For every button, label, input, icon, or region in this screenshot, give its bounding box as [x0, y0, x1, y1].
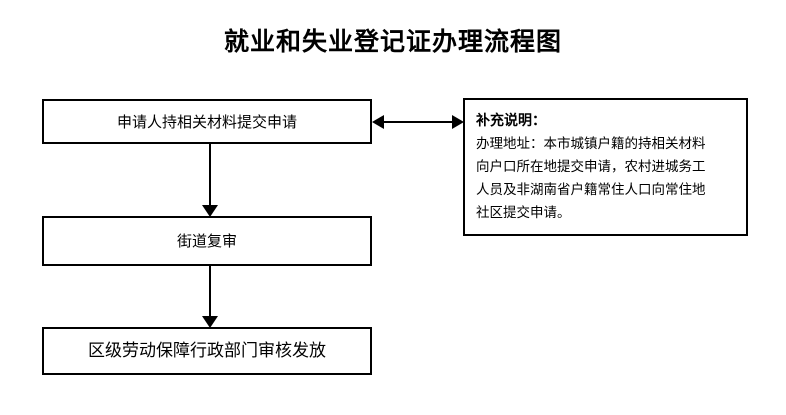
process-box-street-review-label: 街道复审: [176, 232, 237, 250]
arrowhead-down-step3-icon: [202, 316, 218, 328]
arrowhead-right-note-icon: [452, 115, 464, 129]
process-box-apply-label: 申请人持相关材料提交申请: [116, 112, 297, 131]
process-box-street-review[interactable]: 街道复审: [42, 216, 372, 266]
note-line: 社区提交申请。: [476, 205, 571, 221]
arrowhead-left-step1-icon: [372, 115, 384, 129]
connector-line-step1-step2: [209, 144, 211, 208]
note-line: 办理地址：本市城镇户籍的持相关材料: [476, 136, 706, 152]
process-box-apply[interactable]: 申请人持相关材料提交申请: [42, 99, 372, 144]
note-line: 人员及非湖南省户籍常住人口向常住地: [476, 182, 706, 198]
note-body: 办理地址：本市城镇户籍的持相关材料 向户口所在地提交申请，农村进城务工 人员及非…: [476, 133, 735, 225]
process-box-district-issue[interactable]: 区级劳动保障行政部门审核发放: [42, 327, 372, 375]
page-title: 就业和失业登记证办理流程图: [223, 27, 562, 56]
arrowhead-down-step2-icon: [202, 205, 218, 217]
process-box-district-issue-label: 区级劳动保障行政部门审核发放: [88, 341, 326, 361]
note-box[interactable]: 补充说明： 办理地址：本市城镇户籍的持相关材料 向户口所在地提交申请，农村进城务…: [463, 98, 748, 236]
connector-line-step2-step3: [209, 266, 211, 319]
connector-line-step1-note: [382, 121, 454, 123]
note-heading: 补充说明：: [476, 113, 546, 129]
note-line: 向户口所在地提交申请，农村进城务工: [476, 159, 706, 175]
